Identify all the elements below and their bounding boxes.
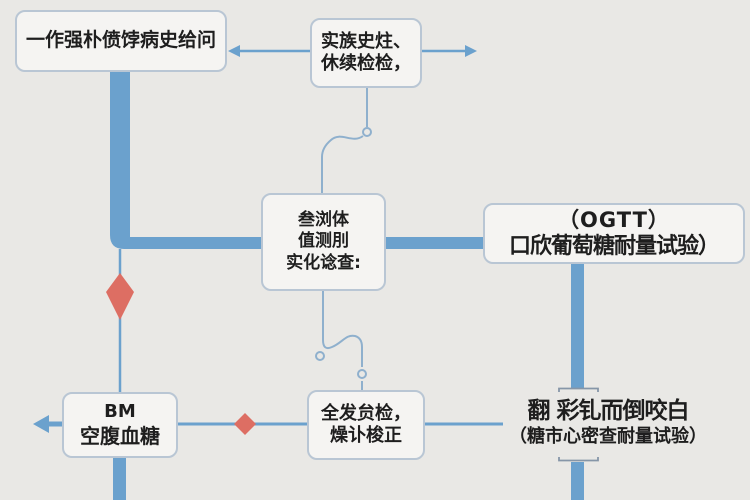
glucose-tolerance-label: 翻 彩钆而倒咬白 （糖市心密查耐量试验）: [488, 398, 728, 447]
break-tick-bottom: [558, 457, 599, 462]
body-measurement-line2: 值测刖: [298, 231, 349, 252]
thick-line-bm-down: [113, 457, 126, 500]
ogtt-box: （OGTT） 口欣葡萄糖耐量试验）: [483, 203, 745, 264]
history-inquiry-label: 一作强朴偾饽病史给问: [25, 29, 216, 52]
recheck-box: 全发贠检， 燥讣梭正: [307, 390, 425, 460]
thick-line-measure-to-ogtt: [386, 237, 483, 249]
fasting-glucose-line2: 空腹血糖: [80, 423, 160, 448]
thick-line-history-to-measure: [110, 72, 261, 249]
body-measurement-line1: 叁浏体: [298, 210, 349, 231]
connector-family-to-history: [228, 45, 310, 57]
ogtt-subtitle: 口欣葡萄糖耐量试验）: [508, 233, 720, 259]
arrow-left-icon: [228, 45, 240, 57]
history-inquiry-box: 一作强朴偾饽病史给问: [15, 10, 227, 72]
ogtt-title: （OGTT）: [558, 207, 670, 232]
recheck-line1: 全发贠检，: [321, 402, 411, 424]
knot-circle: [315, 351, 325, 361]
body-measurement-line3: 实化谂查:: [286, 252, 361, 273]
glucose-tolerance-line1: 翻 彩钆而倒咬白: [527, 398, 689, 424]
connector-family-to-measure: [321, 88, 372, 193]
diamond-marker: [234, 413, 256, 435]
connector-measure-to-recheck: [315, 291, 367, 390]
thick-line-ogtt-down: [571, 264, 584, 388]
connector-family-to-right: [421, 45, 477, 57]
glucose-tolerance-line2: （糖市心密查耐量试验）: [509, 425, 707, 447]
fasting-glucose-line1: BM: [104, 401, 136, 423]
body-measurement-box: 叁浏体 值测刖 实化谂查:: [261, 193, 386, 291]
recheck-line2: 燥讣梭正: [330, 425, 402, 446]
knot-circle: [362, 127, 372, 137]
family-history-box: 实族史炷、 休续检检，: [310, 18, 422, 88]
fasting-glucose-box: BM 空腹血糖: [62, 392, 178, 458]
connector-bm-to-left: [33, 415, 62, 433]
arrow-right-icon: [465, 45, 477, 57]
family-history-line2: 休续检检，: [321, 53, 411, 74]
knot-circle: [357, 369, 367, 379]
family-history-line1: 实族史炷、: [321, 30, 411, 52]
break-tick-top: [558, 387, 599, 392]
arrow-left-icon: [33, 415, 49, 433]
down-arrow-marker: [106, 273, 134, 320]
thick-line-sugar-down: [571, 462, 584, 500]
